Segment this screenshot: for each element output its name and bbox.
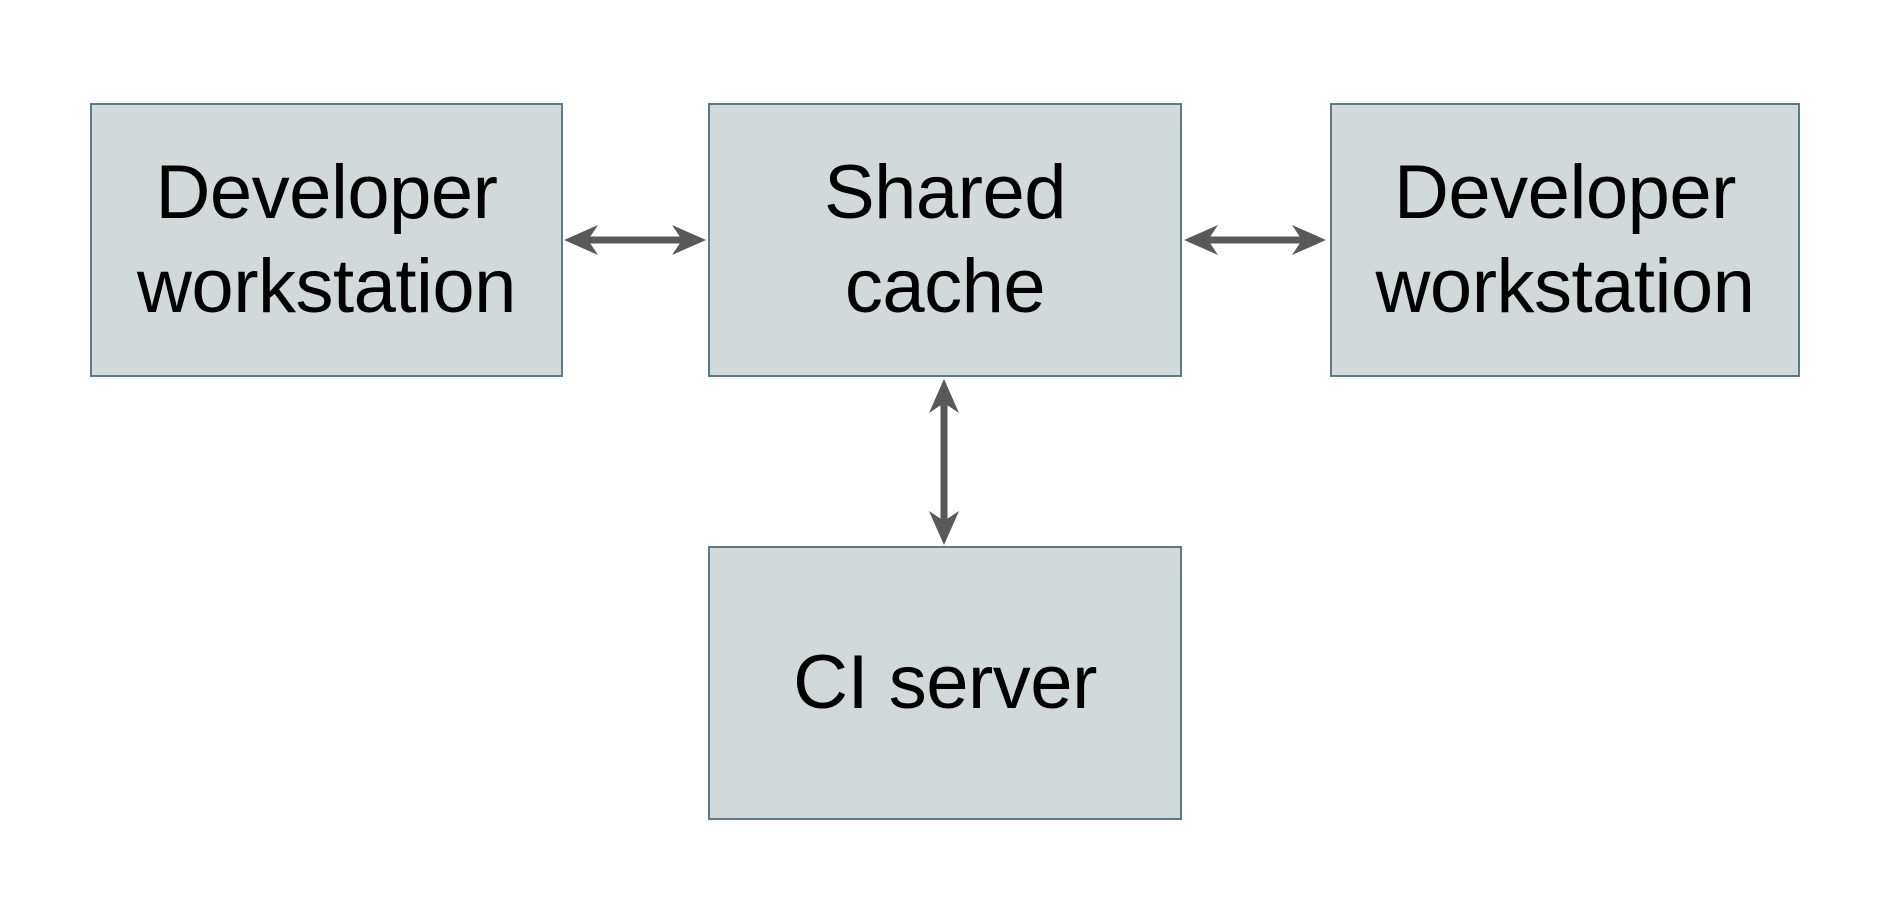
node-developer-workstation-right: Developer workstation xyxy=(1330,103,1800,377)
bidirectional-arrow-icon xyxy=(564,225,706,255)
node-label: Developer workstation xyxy=(137,150,516,329)
node-ci-server: CI server xyxy=(708,546,1182,820)
node-label: Developer workstation xyxy=(1375,150,1755,329)
node-developer-workstation-left: Developer workstation xyxy=(90,103,563,377)
bidirectional-arrow-icon xyxy=(1184,225,1326,255)
bidirectional-arrow-icon xyxy=(929,379,959,545)
node-shared-cache: Shared cache xyxy=(708,103,1182,377)
node-label: CI server xyxy=(793,640,1097,725)
node-label: Shared cache xyxy=(823,150,1067,329)
